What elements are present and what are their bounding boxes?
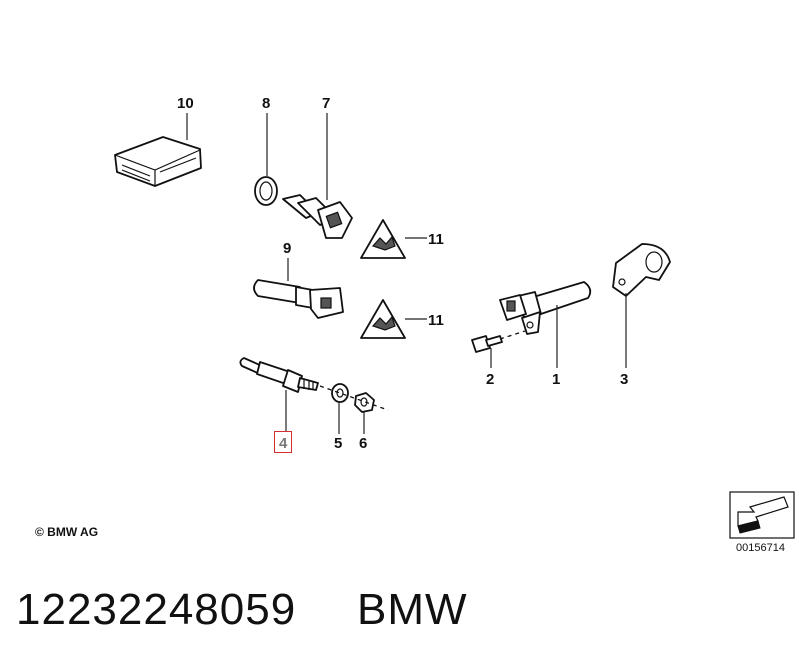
washer-part-5 bbox=[331, 383, 349, 403]
callout-6[interactable]: 6 bbox=[359, 435, 367, 452]
position-sensor-part-1 bbox=[499, 281, 592, 335]
callout-8[interactable]: 8 bbox=[262, 95, 270, 112]
callout-11-upper[interactable]: 11 bbox=[428, 231, 444, 248]
temperature-sensor-part-7 bbox=[282, 194, 353, 239]
copyright-label: © BMW AG bbox=[35, 525, 99, 539]
callout-11-lower[interactable]: 11 bbox=[428, 312, 444, 329]
callout-4[interactable]: 4 bbox=[279, 435, 288, 452]
callout-7[interactable]: 7 bbox=[322, 95, 330, 112]
sensor-part-4 bbox=[239, 357, 319, 393]
control-module-part-10 bbox=[114, 136, 202, 187]
brand-name: BMW bbox=[357, 585, 468, 634]
bracket-part-3 bbox=[612, 243, 671, 297]
warning-label-part-11-upper bbox=[360, 219, 406, 259]
callout-10[interactable]: 10 bbox=[177, 95, 194, 112]
diagram-reference-number: 00156714 bbox=[736, 542, 785, 554]
nut-part-6 bbox=[354, 392, 375, 413]
arrow-icon bbox=[729, 491, 795, 539]
part-number: 12232248059 bbox=[16, 585, 297, 634]
callout-9[interactable]: 9 bbox=[283, 240, 291, 257]
callout-3[interactable]: 3 bbox=[620, 371, 628, 388]
callout-5[interactable]: 5 bbox=[334, 435, 342, 452]
sensor-part-9 bbox=[253, 279, 344, 319]
seal-ring-part-8 bbox=[254, 176, 278, 206]
callout-4-highlight bbox=[274, 431, 292, 453]
callout-2[interactable]: 2 bbox=[486, 371, 494, 388]
callout-1[interactable]: 1 bbox=[552, 371, 560, 388]
warning-label-part-11-lower bbox=[360, 299, 406, 339]
bolt-part-2 bbox=[471, 335, 503, 353]
